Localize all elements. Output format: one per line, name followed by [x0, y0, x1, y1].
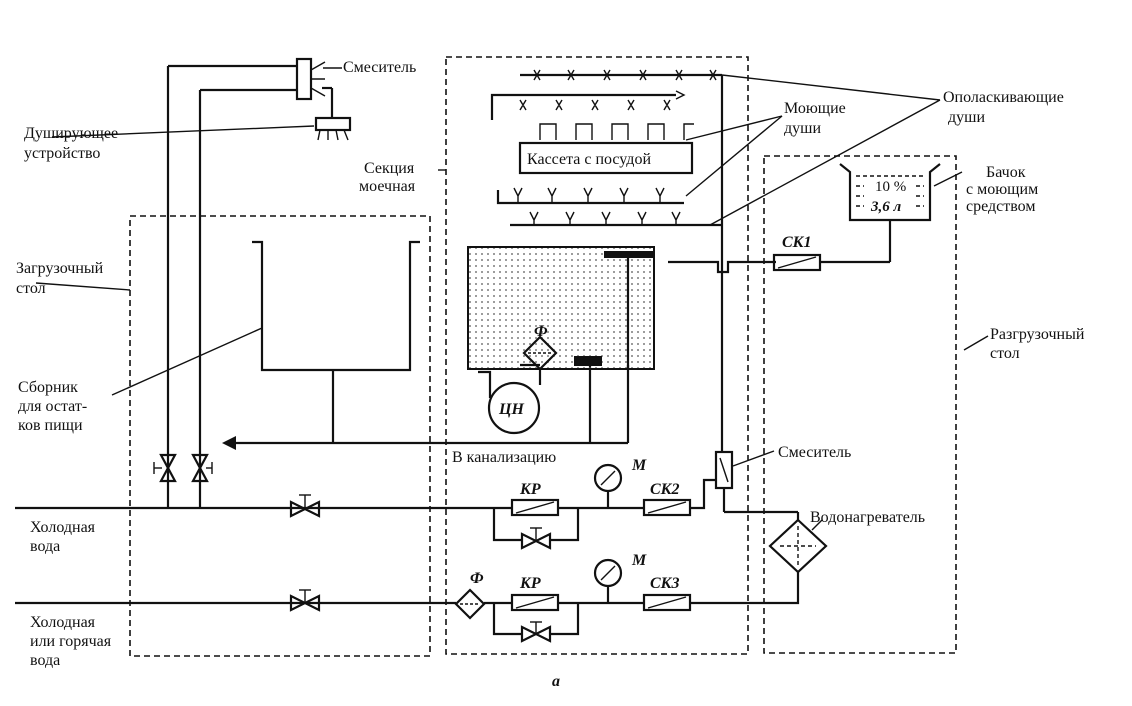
section-label-1: Секция: [364, 160, 415, 177]
rinsing-showers-label-2: души: [948, 109, 985, 126]
leader-loading: [35, 282, 131, 291]
leader-washing-1: [685, 115, 783, 141]
unloading-table-boundary: [763, 155, 957, 654]
tank-label-3: средством: [966, 198, 1036, 215]
sk1-label: СК1: [782, 234, 812, 251]
reducer-label-1: КР: [519, 481, 541, 498]
loading-table-label-2: стол: [16, 280, 46, 297]
cold-hot-water-line: [15, 558, 800, 643]
cassette-rack: [518, 123, 694, 175]
cold-water-label-1: Холодная: [30, 519, 96, 536]
cold-hot-label-2: или горячая: [30, 633, 112, 650]
washing-section-boundary: [445, 56, 749, 655]
middle-mixer: [714, 450, 800, 520]
collector-label-1: Сборник: [18, 379, 78, 396]
sk1-valve: [772, 253, 822, 272]
washing-shower-lower: [496, 187, 684, 205]
pump-label: ЦН: [498, 401, 524, 418]
shower-device-label-1: Душирующее: [24, 125, 118, 142]
gauge-label-2: М: [631, 552, 647, 569]
line-filter-label: Ф: [470, 570, 484, 587]
rinse-riser: [668, 75, 776, 452]
leader-heater: [811, 519, 823, 531]
sewer-line: [222, 365, 630, 450]
food-collector: [252, 240, 420, 443]
leader-collector: [111, 327, 263, 396]
detergent-tank: [820, 163, 941, 264]
tank-label-1: Бачок: [986, 164, 1026, 181]
leader-mixer-mid: [732, 450, 775, 467]
mixer-top-label: Смеситель: [343, 59, 416, 76]
leader-washing-2: [685, 115, 783, 197]
collector-label-2: для остат-: [18, 398, 87, 415]
tank-filter-label: Ф: [534, 323, 548, 340]
cassette-label: Кассета с посудой: [527, 151, 651, 168]
sewer-label: В канализацию: [452, 449, 556, 466]
section-label-2: моечная: [359, 178, 416, 195]
washing-showers-label-2: души: [784, 120, 821, 137]
figure-caption: а: [552, 673, 560, 690]
tank-label-2: с моющим: [966, 181, 1038, 198]
collector-label-3: ков пищи: [18, 417, 83, 434]
riser-valve-right-icon: [191, 453, 213, 483]
water-heater-label: Водонагреватель: [810, 509, 925, 526]
pump: [478, 369, 542, 435]
loading-table-label-1: Загрузочный: [16, 260, 104, 277]
leader-unloading: [963, 335, 989, 351]
rinsing-shower-top: [520, 69, 722, 81]
cold-water-line: [15, 463, 716, 550]
tank-volume: 3,6 л: [870, 199, 902, 215]
leader-rinsing-1: [721, 74, 941, 101]
rinsing-shower-bottom: [510, 211, 722, 227]
reducer-label-2: КР: [519, 575, 541, 592]
leader-rinsing-2: [709, 99, 941, 226]
gauge-label-1: М: [631, 457, 647, 474]
leader-tank: [933, 171, 963, 187]
cold-hot-label-3: вода: [30, 652, 60, 669]
unloading-table-label-2: стол: [990, 345, 1020, 362]
shower-device-icon: [314, 116, 352, 141]
sk3-label: СК3: [650, 575, 680, 592]
leader-shower: [51, 125, 315, 138]
mixer-mid-label: Смеситель: [778, 444, 851, 461]
cold-water-label-2: вода: [30, 538, 60, 555]
loading-table-boundary: [129, 215, 431, 657]
washing-shower-upper: [490, 90, 686, 120]
cold-hot-label-1: Холодная: [30, 614, 96, 631]
rinsing-showers-label-1: Ополаскивающие: [943, 89, 1064, 106]
wash-tank: [467, 246, 655, 370]
shower-device-label-2: устройство: [24, 145, 100, 162]
washing-showers-label-1: Моющие: [784, 100, 846, 117]
water-heater: [768, 518, 828, 574]
unloading-table-label-1: Разгрузочный: [990, 326, 1085, 343]
top-mixer: [166, 57, 334, 505]
sk2-label: СК2: [650, 481, 680, 498]
tank-concentration: 10 %: [875, 179, 906, 195]
riser-valve-left-icon: [153, 453, 177, 483]
